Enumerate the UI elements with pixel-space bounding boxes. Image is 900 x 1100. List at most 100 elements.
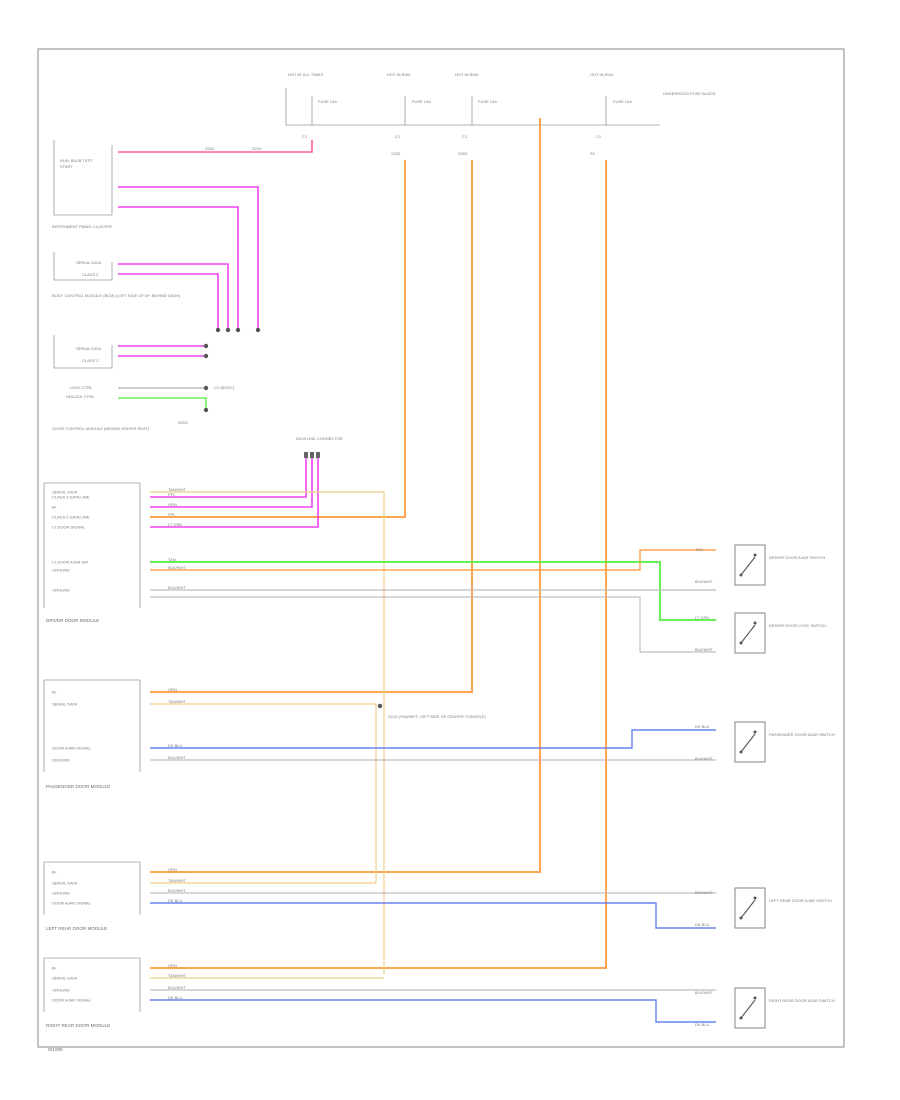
switch-label: RIGHT REAR DOOR AJAR SWITCH (769, 998, 835, 1003)
switch-label: DRIVER DOOR LOCK SWITCH (769, 623, 826, 628)
right_rear-wire-code: BLK/WHT (168, 985, 186, 990)
left_rear-pin-label: DOOR AJAR SIGNAL (52, 901, 92, 906)
unlock-ctrl: UNLOCK CTRL (66, 394, 95, 399)
left_rear-wire-code: BLK/WHT (168, 888, 186, 893)
wire-dlc-1 (150, 458, 307, 498)
splice-dot (235, 327, 241, 333)
switch-terminal (753, 730, 757, 734)
switch-contact (740, 624, 756, 644)
right_rear-wire-code: TAN/WHT (168, 973, 186, 978)
switch-label: LEFT REAR DOOR AJAR SWITCH (769, 898, 832, 903)
fuse-pin-3: C1 (462, 134, 468, 139)
switch-wire-top: LT GRN (695, 615, 709, 620)
passenger-title: PASSENGER DOOR MODULE (46, 784, 110, 789)
driver-bracket (43, 482, 141, 608)
left_rear-wire-code: ORN (168, 867, 177, 872)
splice-dot (225, 327, 231, 333)
splice-3: S230 (391, 151, 401, 156)
passenger-pin-label: GROUND (52, 758, 70, 763)
fuse-label-2: HOT IN RUN (387, 72, 410, 77)
wire-lt-grn (150, 561, 716, 621)
splice-dot (203, 407, 209, 413)
wire-orange-lr (150, 118, 541, 873)
fuse-rating-3: FUSE 10A (478, 99, 497, 104)
switch-wire-bottom: BLK/WHT (695, 647, 713, 652)
switch-body (734, 721, 766, 763)
splice-1: S202 (205, 146, 215, 151)
wire-tan-bus (150, 491, 385, 975)
driver-wire-code: LT GRN (168, 522, 182, 527)
fuse-block-label: UNDERHOOD FUSE BLOCK (663, 91, 716, 96)
switch-wire-top: BLK/WHT (695, 990, 713, 995)
driver-wire-code: ORN (168, 502, 177, 507)
wire-magenta-2 (118, 206, 239, 330)
splice-dot (203, 353, 209, 359)
left_rear-wire-code: TAN/WHT (168, 878, 186, 883)
left_rear-pin-label: B+ (52, 870, 58, 875)
driver-pin-label: GROUND (52, 588, 70, 593)
switch-wire-top: DK BLU (695, 724, 710, 729)
splice-2: S219 (252, 146, 262, 151)
wire-orange-pass (150, 160, 473, 693)
dlc-pin (316, 452, 320, 458)
passenger-pin-label: B+ (52, 690, 58, 695)
switch-terminal (753, 553, 757, 557)
door-switch: DRIVER DOOR LOCK SWITCH LT GRN BLK/WHT (695, 612, 826, 654)
wire-dlc-2 (150, 458, 313, 508)
wires (118, 118, 716, 1023)
switch-pivot (739, 750, 743, 754)
wire-rr-blu (150, 999, 716, 1023)
driver-pin-label: CLASS 2 DATA LINE (52, 495, 90, 500)
driver-wire-code: BLK/WHT (168, 585, 186, 590)
switch-contact (740, 899, 756, 919)
switch-wire-top: TAN (695, 547, 703, 552)
driver-wire-code: TAN (168, 557, 176, 562)
wire-magenta-3 (118, 263, 229, 330)
switch-wire-top: BLK/WHT (695, 890, 713, 895)
ignition-start: START (60, 164, 73, 169)
wire-orange-rr (150, 160, 607, 969)
left_rear-bracket (43, 861, 141, 915)
splice-dot (215, 327, 221, 333)
ground-label: G200 (178, 420, 189, 425)
dcm-label: DOOR CONTROL MODULE (BEHIND DRIVER SEAT) (52, 426, 150, 431)
switch-pivot (739, 916, 743, 920)
wire-magenta-4 (118, 273, 219, 330)
modules: SERIAL DATA TAN/WHT CLASS 2 DATA LINE PPL B+… (43, 482, 186, 1028)
switch-body (734, 887, 766, 929)
driver-title: DRIVER DOOR MODULE (46, 618, 99, 623)
fuse-label-1: HOT AT ALL TIMES (288, 72, 323, 77)
driver-wire-code: PPL (168, 492, 176, 497)
switch-contact (740, 999, 756, 1019)
left-stack: RUN, BULB TEST START INSTRUMENT PANEL CL… (52, 140, 343, 441)
driver-pin-label: SERIAL DATA (52, 490, 78, 495)
switch-terminal (753, 996, 757, 1000)
switch-terminal (753, 896, 757, 900)
splice-dot (203, 343, 209, 349)
bcm-label: BODY CONTROL MODULE (BCM) (LEFT SIDE OF … (52, 293, 181, 298)
left_rear-title: LEFT REAR DOOR MODULE (46, 926, 107, 931)
switch-body (734, 544, 766, 586)
diagram-frame (37, 48, 845, 1048)
bcm-class2: CLASS 2 (82, 272, 99, 277)
fuse-label-4: HOT IN RUN (590, 72, 613, 77)
fuse-rating-1: FUSE 10A (318, 99, 337, 104)
passenger-pin-label: SERIAL DATA (52, 702, 78, 707)
ipc-label: INSTRUMENT PANEL CLUSTER (52, 224, 112, 229)
passenger-wire-code: BLK/WHT (168, 755, 186, 760)
right_rear-title: RIGHT REAR DOOR MODULE (46, 1023, 110, 1028)
switch-wire-bottom: BLK/WHT (695, 756, 713, 761)
driver-wire-code: BLK/WHT (168, 565, 186, 570)
switch-pivot (739, 1016, 743, 1020)
switch-body (734, 987, 766, 1029)
fuse-rating-4: FUSE 10A (613, 99, 632, 104)
dlc-pin (310, 452, 314, 458)
driver-pin-label: LT DOOR AJAR SW (52, 560, 88, 565)
passenger-pin-label: DOOR AJAR SIGNAL (52, 746, 92, 751)
right_rear-wire-code: DK BLU (168, 995, 183, 1000)
switch-contact (740, 733, 756, 753)
